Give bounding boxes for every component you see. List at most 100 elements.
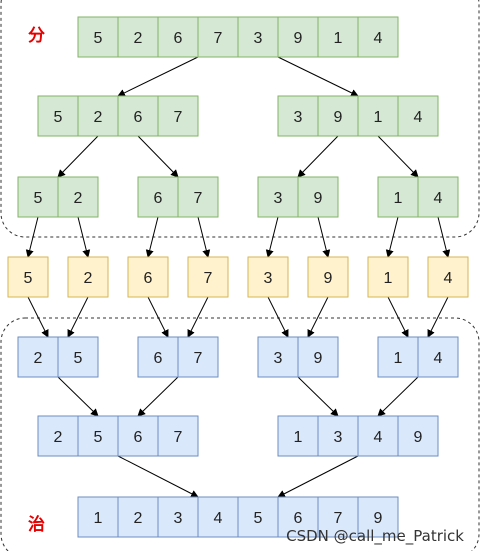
- flow-arrow: [437, 216, 451, 258]
- flow-arrow: [145, 216, 159, 258]
- array-cell-value: 9: [324, 270, 333, 287]
- array-cell-value: 6: [134, 429, 143, 446]
- array-cell-value: 3: [294, 109, 303, 126]
- array-cell-value: 9: [314, 190, 323, 207]
- array-cell-value: 9: [314, 350, 323, 367]
- array-cell-value: 7: [334, 510, 343, 527]
- array-cell: [57, 176, 99, 218]
- array-cell-value: 9: [414, 429, 423, 446]
- array-cell: [357, 95, 399, 137]
- flow-arrow: [77, 216, 91, 258]
- flow-arrow: [277, 56, 359, 97]
- array-cell: [357, 415, 399, 457]
- array-cell: [57, 336, 99, 378]
- single-element: 6: [127, 256, 169, 298]
- divide-phase-region: [0, 0, 480, 238]
- flow-arrow: [57, 376, 99, 417]
- flow-arrow: [187, 296, 209, 338]
- array-cell-value: 5: [34, 190, 43, 207]
- array-cell-value: 9: [294, 30, 303, 47]
- array-cell: [417, 176, 459, 218]
- array-cell-value: 5: [54, 109, 63, 126]
- array-cell-value: 2: [94, 109, 103, 126]
- array-cell-value: 2: [134, 510, 143, 527]
- arrows-layer: [25, 56, 451, 498]
- array-cell-value: 1: [374, 109, 383, 126]
- array-cell: [367, 256, 409, 298]
- array-cell: [177, 336, 219, 378]
- array-cell: [77, 415, 119, 457]
- flow-arrow: [297, 376, 339, 417]
- array-cell: [277, 16, 319, 58]
- array-cell-value: 6: [154, 350, 163, 367]
- flow-arrow: [147, 296, 169, 338]
- array-cell: [197, 16, 239, 58]
- array-cell: [77, 496, 119, 538]
- flow-arrow: [265, 216, 279, 258]
- array-cell-value: 4: [434, 350, 443, 367]
- array-cell-value: 1: [94, 510, 103, 527]
- array-cell: [117, 496, 159, 538]
- array-cell-value: 6: [174, 30, 183, 47]
- array-cell: [137, 176, 179, 218]
- flow-arrow: [377, 376, 419, 417]
- array-cell: [157, 16, 199, 58]
- array-cell-value: 5: [254, 510, 263, 527]
- array-cell-value: 4: [374, 30, 383, 47]
- array-cell-value: 5: [94, 429, 103, 446]
- array-cell: [317, 16, 359, 58]
- array-cell-value: 1: [334, 30, 343, 47]
- single-element: 4: [427, 256, 469, 298]
- array-cell-value: 6: [294, 510, 303, 527]
- array-cell: [277, 95, 319, 137]
- array-cell-value: 4: [214, 510, 223, 527]
- flow-arrow: [267, 296, 289, 338]
- array-cell: [277, 415, 319, 457]
- flow-arrow: [137, 376, 179, 417]
- flow-arrow: [297, 135, 339, 178]
- array-cell: [77, 95, 119, 137]
- conquer-phase-region: [0, 317, 480, 551]
- array-cell: [127, 256, 169, 298]
- flow-arrow: [427, 296, 449, 338]
- array-cell: [67, 256, 109, 298]
- array-cell-value: 7: [194, 190, 203, 207]
- array-cell-value: 3: [274, 350, 283, 367]
- array-cell: [247, 256, 289, 298]
- single-element: 1: [367, 256, 409, 298]
- array-cell-value: 7: [174, 109, 183, 126]
- array-cell-value: 3: [254, 30, 263, 47]
- array-cell: [297, 336, 339, 378]
- array-cell: [157, 95, 199, 137]
- array-cell: [397, 95, 439, 137]
- single-element: 3: [247, 256, 289, 298]
- flow-arrow: [317, 216, 331, 258]
- array-cell: [17, 336, 59, 378]
- flow-arrow: [307, 296, 329, 338]
- flow-arrow: [117, 56, 199, 97]
- watermark-text: CSDN @call_me_Patrick: [286, 527, 464, 546]
- array-cell: [237, 16, 279, 58]
- array-cell: [237, 496, 279, 538]
- flow-arrow: [387, 296, 409, 338]
- array-cell-value: 9: [374, 510, 383, 527]
- array-cell-value: 6: [144, 270, 153, 287]
- array-cell-value: 2: [134, 30, 143, 47]
- array-cell: [397, 415, 439, 457]
- single-element: 9: [307, 256, 349, 298]
- array-cell: [307, 256, 349, 298]
- array-cell-value: 7: [214, 30, 223, 47]
- array-cell-value: 3: [264, 270, 273, 287]
- array-cell: [37, 415, 79, 457]
- array-cell-value: 9: [334, 109, 343, 126]
